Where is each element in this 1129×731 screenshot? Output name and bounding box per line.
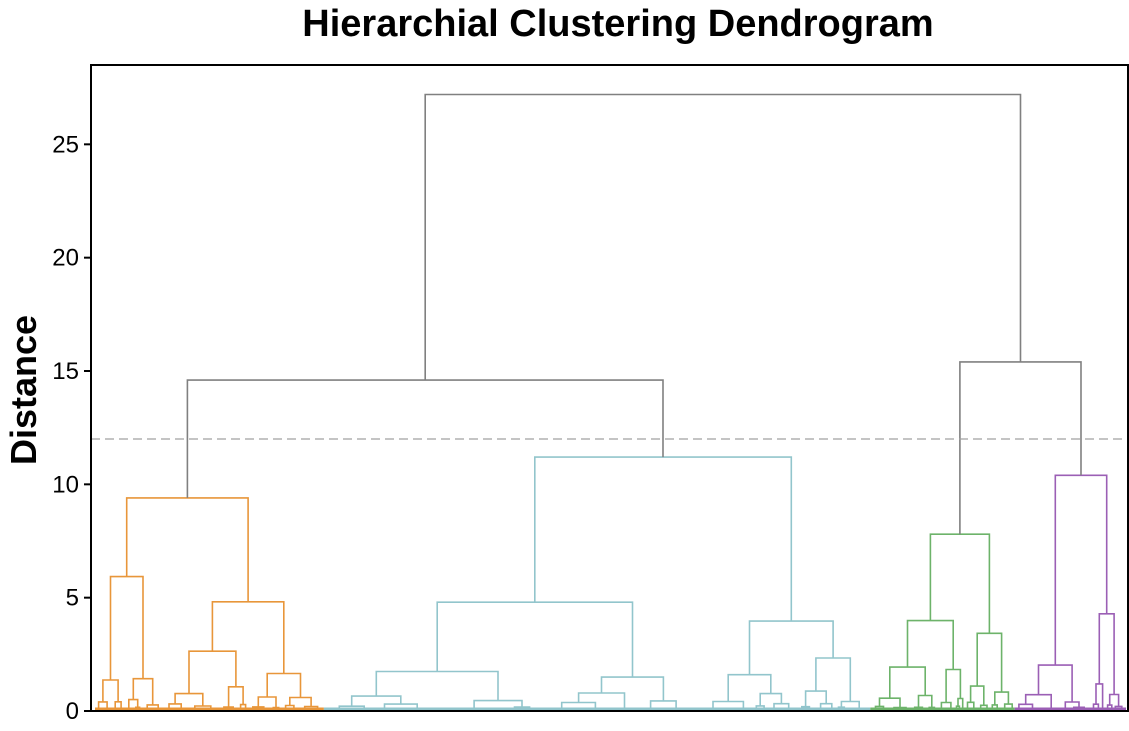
- dendrogram-link: [211, 601, 285, 674]
- dendrogram-link: [102, 679, 119, 702]
- y-axis-label: Distance: [3, 315, 44, 465]
- y-tick-label: 5: [66, 585, 79, 612]
- dendrogram-link: [906, 619, 954, 670]
- dendrogram-link: [945, 668, 962, 703]
- dendrogram-link: [917, 694, 933, 708]
- y-tick-label: 0: [66, 698, 79, 725]
- y-axis: 0 5 10 15 20 25: [52, 131, 91, 725]
- dendrogram-link: [976, 632, 1003, 693]
- dendrogram-link: [748, 620, 834, 675]
- dendrogram-link: [815, 657, 852, 702]
- dendrogram-link: [436, 601, 634, 678]
- plot-frame: [90, 64, 1129, 712]
- dendrogram-link: [959, 361, 1082, 535]
- y-tick-label: 25: [52, 131, 79, 158]
- dendrogram-link: [889, 666, 926, 699]
- dendrogram-link: [132, 677, 154, 705]
- y-tick-label: 20: [52, 245, 79, 272]
- dendrogram-link: [600, 676, 665, 701]
- dendrogram-link: [1037, 664, 1073, 702]
- y-tick-label: 15: [52, 358, 79, 385]
- dendrogram-link: [534, 456, 793, 622]
- dendrogram-link: [994, 691, 1010, 705]
- dendrogram-link: [1098, 613, 1115, 695]
- chart-title: Hierarchial Clustering Dendrogram: [302, 3, 933, 45]
- dendrogram-link: [266, 672, 302, 698]
- dendrogram-link: [424, 93, 1022, 381]
- dendrogram-link: [109, 575, 144, 680]
- dendrogram-links: [95, 93, 1126, 711]
- dendrogram-link: [1095, 683, 1104, 711]
- dendrogram-link: [257, 696, 277, 708]
- y-tick-label: 10: [52, 471, 79, 498]
- dendrogram-link: [929, 533, 991, 634]
- dendrogram-link: [727, 673, 772, 702]
- dendrogram-link: [125, 497, 249, 602]
- dendrogram-link: [186, 379, 664, 498]
